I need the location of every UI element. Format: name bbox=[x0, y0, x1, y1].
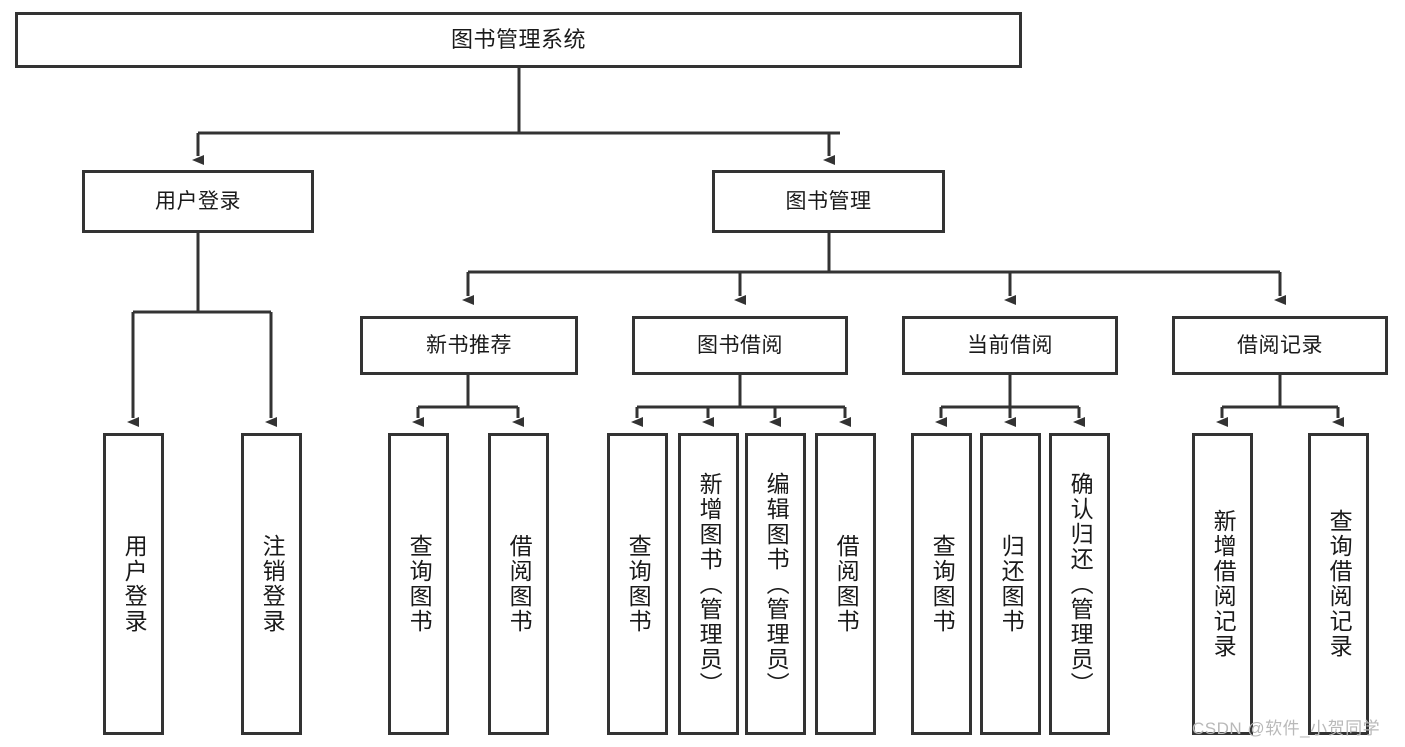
node-user-login[interactable]: 用户登录 bbox=[82, 170, 314, 233]
node-book-management-label: 图书管理 bbox=[785, 189, 872, 213]
node-borrow-record[interactable]: 借阅记录 bbox=[1172, 316, 1388, 375]
leaf-query-book-1[interactable]: 查询图书 bbox=[388, 433, 449, 735]
leaf-return-book[interactable]: 归还图书 bbox=[980, 433, 1041, 735]
leaf-user-logout[interactable]: 注销登录 bbox=[241, 433, 302, 735]
node-root-label: 图书管理系统 bbox=[450, 26, 586, 52]
leaf-query-record[interactable]: 查询借阅记录 bbox=[1308, 433, 1369, 735]
node-current-borrow-label: 当前借阅 bbox=[967, 333, 1053, 357]
leaf-add-book-label: 新增图书（管理员） bbox=[696, 471, 723, 697]
leaf-query-book-2-label: 查询图书 bbox=[625, 534, 652, 634]
leaf-return-book-label: 归还图书 bbox=[998, 534, 1025, 634]
leaf-confirm-return-label: 确认归还（管理员） bbox=[1067, 471, 1094, 697]
node-new-book-recommend-label: 新书推荐 bbox=[426, 333, 512, 357]
node-book-management[interactable]: 图书管理 bbox=[712, 170, 945, 233]
leaf-borrow-book-2-label: 借阅图书 bbox=[833, 534, 860, 634]
leaf-add-record-label: 新增借阅记录 bbox=[1210, 509, 1237, 659]
leaf-edit-book[interactable]: 编辑图书（管理员） bbox=[745, 433, 806, 735]
leaf-query-record-label: 查询借阅记录 bbox=[1326, 509, 1353, 659]
node-root[interactable]: 图书管理系统 bbox=[15, 12, 1022, 68]
leaf-query-book-3[interactable]: 查询图书 bbox=[911, 433, 972, 735]
leaf-borrow-book-1[interactable]: 借阅图书 bbox=[488, 433, 549, 735]
node-new-book-recommend[interactable]: 新书推荐 bbox=[360, 316, 578, 375]
leaf-borrow-book-2[interactable]: 借阅图书 bbox=[815, 433, 876, 735]
leaf-user-login-label: 用户登录 bbox=[121, 534, 148, 634]
leaf-user-logout-label: 注销登录 bbox=[259, 534, 286, 634]
node-book-borrow[interactable]: 图书借阅 bbox=[632, 316, 848, 375]
node-book-borrow-label: 图书借阅 bbox=[697, 333, 783, 357]
leaf-query-book-3-label: 查询图书 bbox=[929, 534, 956, 634]
leaf-confirm-return[interactable]: 确认归还（管理员） bbox=[1049, 433, 1110, 735]
leaf-borrow-book-1-label: 借阅图书 bbox=[506, 534, 533, 634]
leaf-query-book-2[interactable]: 查询图书 bbox=[607, 433, 668, 735]
node-user-login-label: 用户登录 bbox=[155, 189, 241, 213]
csdn-watermark: CSDN @软件_小贺同学 bbox=[1192, 719, 1381, 738]
leaf-add-book[interactable]: 新增图书（管理员） bbox=[678, 433, 739, 735]
leaf-edit-book-label: 编辑图书（管理员） bbox=[763, 471, 790, 697]
leaf-user-login[interactable]: 用户登录 bbox=[103, 433, 164, 735]
node-current-borrow[interactable]: 当前借阅 bbox=[902, 316, 1118, 375]
leaf-add-record[interactable]: 新增借阅记录 bbox=[1192, 433, 1253, 735]
leaf-query-book-1-label: 查询图书 bbox=[406, 534, 433, 634]
node-borrow-record-label: 借阅记录 bbox=[1237, 333, 1323, 357]
